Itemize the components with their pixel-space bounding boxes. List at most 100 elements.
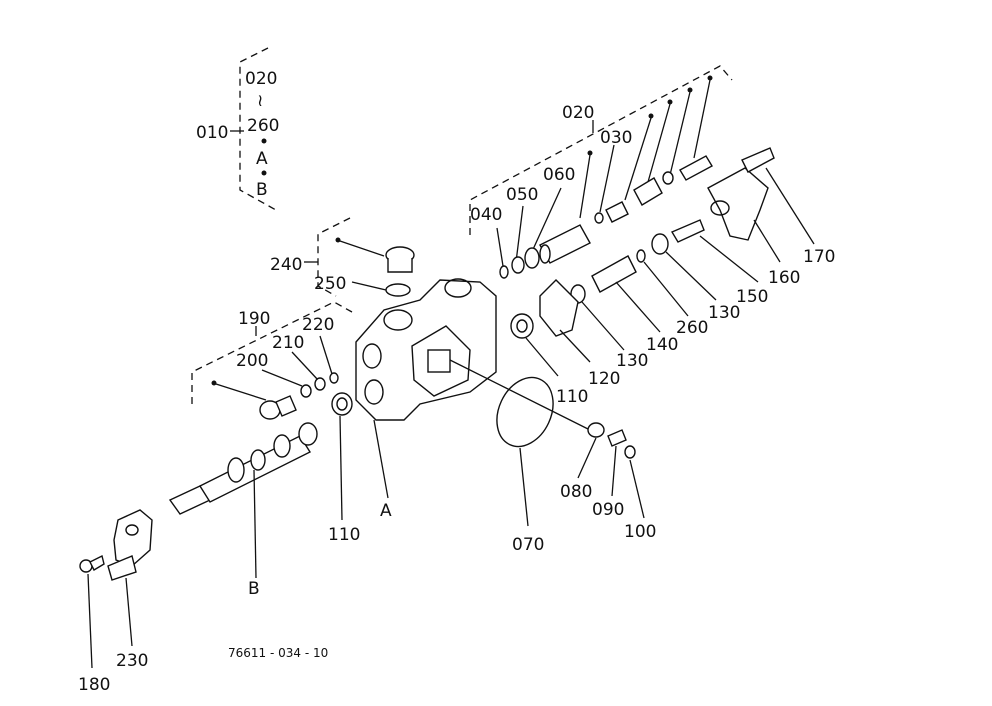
ring-130a	[651, 233, 669, 255]
label-110b: 110	[328, 525, 360, 545]
spool-land-3	[273, 434, 291, 458]
leader-140	[615, 281, 661, 333]
label-030: 030	[600, 128, 632, 148]
cover-group: 170 160 150	[670, 147, 835, 307]
valve-end	[539, 244, 551, 264]
spool-land-1	[227, 457, 245, 483]
bracket-hole-1	[125, 524, 139, 536]
label-B-legend: B	[256, 180, 268, 200]
label-150: 150	[736, 287, 768, 307]
bolt-170	[741, 147, 775, 173]
label-200: 200	[236, 351, 268, 371]
relief-valve-group: 020 030 040 050 060	[469, 65, 733, 279]
label-080: 080	[560, 482, 592, 502]
valve-body: A	[355, 278, 591, 521]
cover-hole	[710, 200, 730, 216]
leader-110a	[525, 337, 559, 377]
leader-040	[496, 227, 504, 267]
ring-210	[314, 377, 326, 391]
label-190: 190	[238, 309, 270, 329]
leader-100	[629, 459, 645, 519]
spool-land-2	[250, 449, 266, 471]
seal-110b	[331, 392, 353, 416]
port-side-a	[362, 343, 382, 369]
port-top-a	[383, 309, 413, 331]
plug-group: 240 250	[270, 217, 415, 297]
bracket-230	[113, 509, 153, 567]
leader-b	[624, 117, 652, 201]
small-ring	[594, 212, 604, 224]
leader-face	[449, 359, 591, 431]
leader-230	[125, 577, 133, 647]
label-B: B	[248, 579, 260, 599]
leader-A	[373, 419, 389, 499]
label-210: 210	[272, 333, 304, 353]
ring-200	[300, 384, 312, 398]
plate-120	[539, 279, 579, 337]
spool-land-4	[298, 422, 318, 446]
leader-120	[559, 329, 591, 363]
screw-180-shank	[89, 554, 105, 571]
leader-200	[261, 369, 303, 387]
label-090: 090	[592, 500, 624, 520]
label-230: 230	[116, 651, 148, 671]
label-010: 010	[196, 123, 228, 143]
leader-cap	[215, 383, 267, 401]
leader-090	[611, 445, 617, 497]
legend-dot-b	[261, 170, 267, 176]
leader-110b	[339, 415, 343, 521]
dot-2	[648, 113, 654, 119]
leader-220	[319, 335, 333, 375]
ring-220	[329, 372, 339, 384]
seal-110b-inner	[336, 397, 348, 411]
oring-070	[496, 376, 554, 448]
leader-130a	[665, 251, 717, 301]
spring-140	[591, 255, 637, 293]
port-side-b	[364, 379, 384, 405]
ring-050	[511, 256, 525, 274]
body-outline	[355, 279, 497, 421]
leader-250	[351, 281, 387, 291]
legend-group: 010 020 ≀ 260 A B	[196, 47, 279, 211]
label-250: 250	[314, 274, 346, 294]
label-020-legend: 020	[245, 69, 277, 89]
oring-250	[385, 283, 411, 297]
leader-160	[753, 219, 781, 263]
label-260-legend: 260	[247, 116, 279, 136]
ring-260	[636, 249, 646, 263]
bracket-tab	[107, 555, 137, 581]
group-020-bracket	[469, 65, 733, 235]
label-130a: 130	[708, 303, 740, 323]
label-180: 180	[78, 675, 110, 695]
seal-110a-inner	[516, 319, 528, 333]
leader-030	[599, 144, 615, 213]
leader-260	[643, 261, 689, 317]
dot-3	[667, 99, 673, 105]
seal-110a	[510, 313, 534, 339]
leader-180	[87, 573, 93, 669]
label-070: 070	[512, 535, 544, 555]
leader-050	[515, 205, 524, 263]
label-060: 060	[543, 165, 575, 185]
label-260: 260	[676, 318, 708, 338]
plug-080	[587, 422, 605, 438]
label-110a: 110	[556, 387, 588, 407]
label-160: 160	[768, 268, 800, 288]
label-A-legend: A	[256, 149, 268, 169]
cap-neck	[275, 395, 297, 417]
leader-a	[579, 154, 591, 219]
oring-070-group: 070	[496, 376, 554, 555]
oring-060	[524, 247, 540, 269]
ball-100	[624, 445, 636, 459]
label-040: 040	[470, 205, 502, 225]
label-100: 100	[624, 522, 656, 542]
label-220: 220	[302, 315, 334, 335]
spring-part	[633, 177, 663, 206]
face-gasket	[411, 325, 471, 397]
group-190-bracket	[191, 301, 353, 404]
dot-1	[587, 150, 593, 156]
label-140: 140	[646, 335, 678, 355]
leader-210	[291, 351, 319, 381]
bolt-top	[679, 155, 713, 181]
